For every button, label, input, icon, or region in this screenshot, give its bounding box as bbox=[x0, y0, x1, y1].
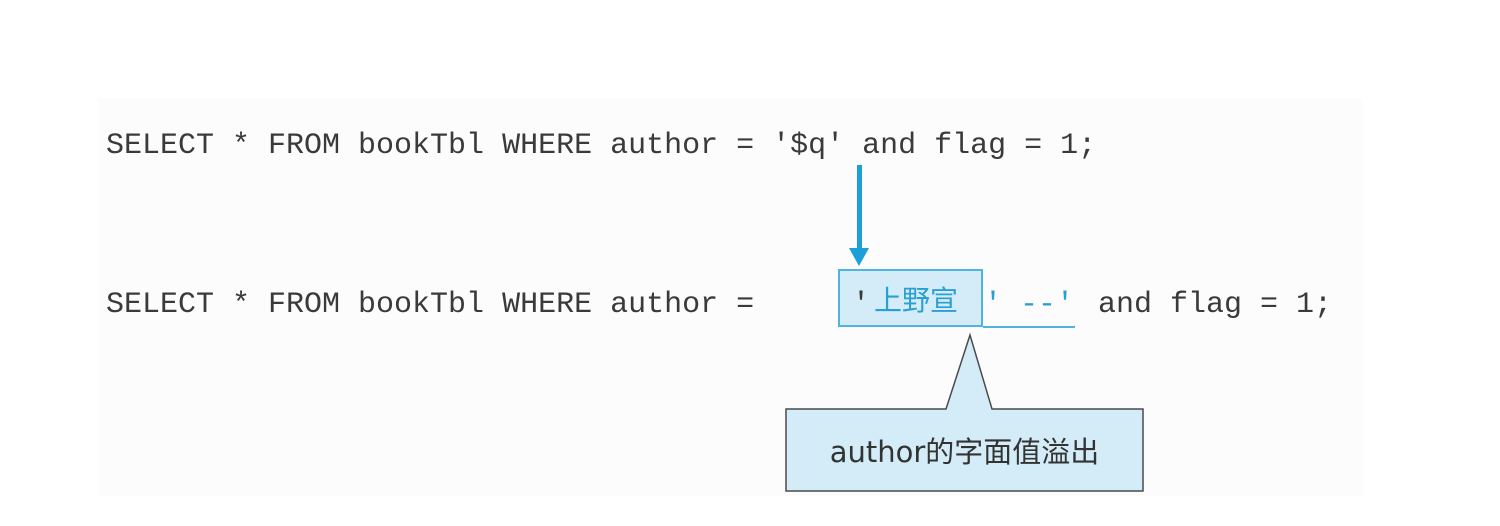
down-arrow-icon bbox=[857, 165, 862, 249]
callout-label: author的字面值溢出 bbox=[829, 435, 1100, 469]
arrow-head-icon bbox=[849, 248, 869, 266]
callout-shape bbox=[785, 332, 1144, 492]
injected-tail: ' --' bbox=[984, 288, 1075, 322]
injected-value: 上野宣 bbox=[874, 284, 959, 317]
callout-bubble bbox=[785, 332, 1144, 492]
diagram-panel bbox=[98, 98, 1362, 496]
open-quote: ' bbox=[852, 288, 871, 322]
injected-value-highlight bbox=[838, 269, 983, 327]
query-template-line: SELECT * FROM bookTbl WHERE author = '$q… bbox=[106, 129, 1097, 163]
injected-query-suffix: and flag = 1; bbox=[1098, 288, 1333, 322]
injected-tail-underline bbox=[983, 326, 1075, 328]
injected-query-prefix: SELECT * FROM bookTbl WHERE author = bbox=[106, 288, 773, 322]
